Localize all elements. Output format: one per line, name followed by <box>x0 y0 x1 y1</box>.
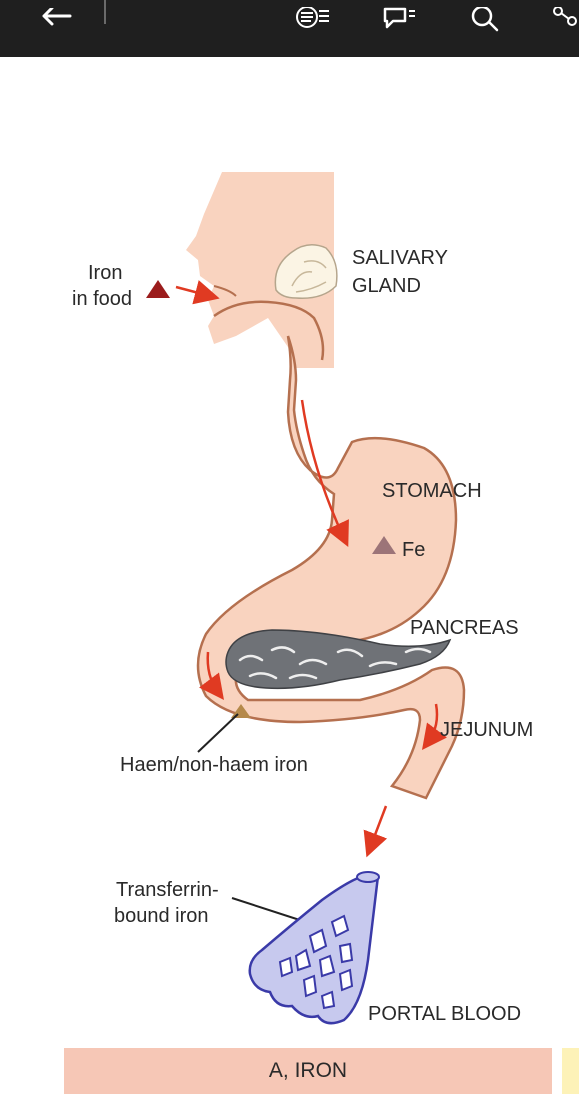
oral-cavity <box>213 300 325 361</box>
arrow-jejunum <box>422 703 447 751</box>
label-transferrin-2: bound iron <box>114 905 209 927</box>
share-icon <box>553 7 577 26</box>
haem-marker <box>231 704 251 718</box>
iron-marker-food <box>146 280 170 298</box>
haem-pointer-line <box>197 713 239 753</box>
label-iron-food-2: in food <box>72 288 132 310</box>
toolbar-divider <box>104 0 106 24</box>
label-iron-food-1: Iron <box>88 262 122 284</box>
top-toolbar <box>0 0 579 57</box>
label-transferrin-1: Transferrin- <box>116 879 219 901</box>
search-icon <box>471 7 499 32</box>
arrow-duodenum <box>199 651 224 701</box>
figure-caption: A, IRON <box>64 1048 552 1094</box>
search-button[interactable] <box>462 0 508 40</box>
diagram-canvas: Iron in food SALIVARY GLAND STOMACH Fe P… <box>72 172 533 1025</box>
next-caption-edge <box>562 1048 579 1094</box>
pancreas <box>225 629 452 690</box>
label-salivary-2: GLAND <box>352 275 421 297</box>
label-salivary-1: SALIVARY <box>352 247 448 269</box>
share-button[interactable] <box>540 0 579 40</box>
salivary-gland-detail <box>291 260 327 293</box>
portal-vessel-cells <box>278 914 354 1010</box>
label-haem: Haem/non-haem iron <box>120 754 308 776</box>
reader-mode-button[interactable] <box>290 0 336 40</box>
label-jejunum: JEJUNUM <box>440 719 533 741</box>
comment-icon <box>383 7 415 29</box>
portal-vessel-opening <box>356 871 380 883</box>
iron-absorption-diagram: Iron in food SALIVARY GLAND STOMACH Fe P… <box>0 57 579 1110</box>
comment-button[interactable] <box>376 0 422 40</box>
digestive-tract <box>196 335 466 800</box>
label-fe: Fe <box>402 539 425 561</box>
arrow-left-icon <box>42 8 72 26</box>
label-pancreas: PANCREAS <box>410 617 519 639</box>
arrow-to-portal <box>363 805 388 858</box>
head-profile <box>186 172 334 368</box>
back-button[interactable] <box>28 0 80 40</box>
label-stomach: STOMACH <box>382 480 482 502</box>
arrow-esophagus <box>300 399 349 548</box>
fe-marker <box>372 536 396 554</box>
reader-mode-icon <box>296 7 329 28</box>
caption-text: A, IRON <box>268 1059 348 1082</box>
label-portal-blood: PORTAL BLOOD <box>368 1003 521 1025</box>
pancreas-texture <box>238 646 432 680</box>
arrow-food-to-mouth <box>175 280 220 305</box>
